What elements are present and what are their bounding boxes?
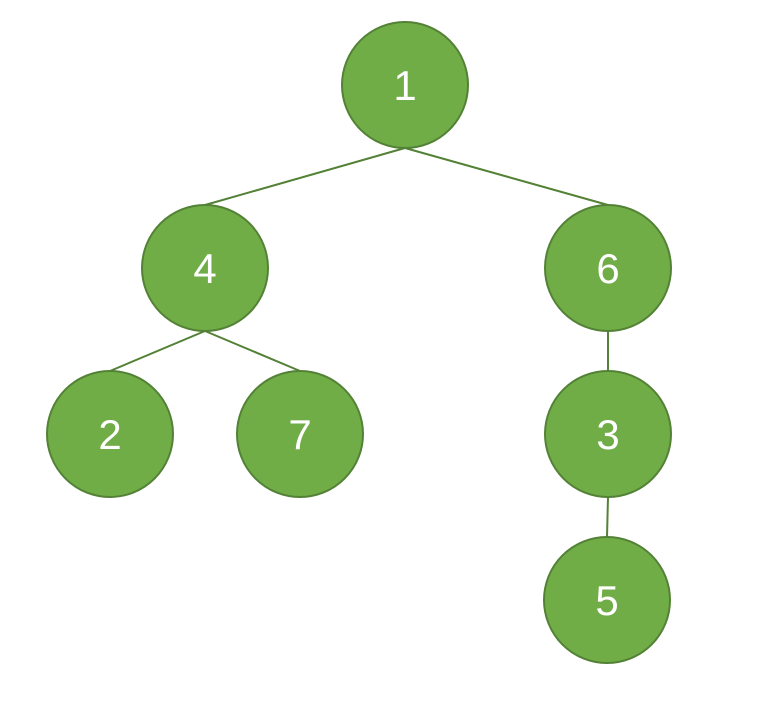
tree-node-label-3: 3 bbox=[596, 411, 619, 458]
tree-node-1: 1 bbox=[341, 21, 469, 149]
tree-node-label-6: 6 bbox=[596, 245, 619, 292]
tree-node-circle-7 bbox=[236, 370, 364, 498]
tree-node-label-7: 7 bbox=[288, 411, 311, 458]
tree-node-circle-4 bbox=[141, 204, 269, 332]
tree-edge-4-2 bbox=[109, 330, 206, 372]
tree-node-circle-5 bbox=[543, 536, 671, 664]
tree-node-2: 2 bbox=[46, 370, 174, 498]
tree-edge-3-5 bbox=[606, 496, 609, 538]
tree-node-label-5: 5 bbox=[595, 577, 618, 624]
tree-node-circle-1 bbox=[341, 21, 469, 149]
tree-node-label-4: 4 bbox=[193, 245, 216, 292]
tree-node-circle-3 bbox=[544, 370, 672, 498]
tree-edge-1-4 bbox=[204, 147, 406, 206]
tree-node-6: 6 bbox=[544, 204, 672, 332]
tree-node-circle-2 bbox=[46, 370, 174, 498]
tree-node-label-2: 2 bbox=[98, 411, 121, 458]
tree-node-5: 5 bbox=[543, 536, 671, 664]
tree-node-7: 7 bbox=[236, 370, 364, 498]
tree-node-3: 3 bbox=[544, 370, 672, 498]
tree-node-label-1: 1 bbox=[393, 62, 416, 109]
tree-edge-1-6 bbox=[404, 147, 609, 206]
tree-node-4: 4 bbox=[141, 204, 269, 332]
tree-edge-4-7 bbox=[204, 330, 301, 372]
tree-node-circle-6 bbox=[544, 204, 672, 332]
